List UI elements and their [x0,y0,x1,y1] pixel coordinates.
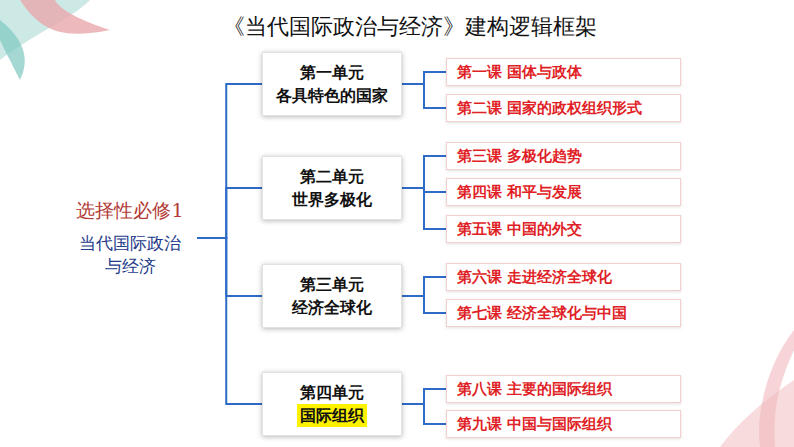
unit-number: 第一单元 [269,61,395,84]
bracket-connector [197,84,262,238]
lesson-title: 第一课 国体与政体 [457,62,670,82]
lesson-box: 第九课 中国与国际组织 [446,410,681,438]
bracket-connector [402,389,446,404]
unit-title: 各具特色的国家 [269,84,395,107]
lesson-box: 第五课 中国的外交 [446,215,681,243]
unit-title: 经济全球化 [269,296,395,319]
lesson-title: 第五课 中国的外交 [457,219,670,239]
root-label: 选择性必修1 当代国际政治与经济 [55,198,205,278]
unit-number: 第二单元 [269,165,395,188]
lesson-title: 第二课 国家的政权组织形式 [457,98,670,118]
lesson-box: 第一课 国体与政体 [446,58,681,86]
leaf-corner [720,380,794,447]
leaf [0,20,25,80]
unit-title: 世界多极化 [269,188,395,211]
unit-title: 国际组织 [297,404,367,427]
unit-box: 第二单元世界多极化 [262,156,402,220]
leaf [759,330,794,447]
unit-number: 第四单元 [269,381,395,404]
lesson-title: 第九课 中国与国际组织 [457,414,670,434]
unit-box: 第三单元经济全球化 [262,264,402,328]
bracket-connector [402,84,446,108]
lesson-box: 第七课 经济全球化与中国 [446,299,681,327]
lesson-box: 第四课 和平与发展 [446,178,681,206]
bracket-connector [197,238,262,296]
lesson-title: 第八课 主要的国际组织 [457,379,670,399]
highlight-wrap: 国际组织 [269,404,395,427]
diagram-title: 《当代国际政治与经济》建构逻辑框架 [150,12,670,42]
course-title: 当代国际政治与经济 [75,232,185,278]
lesson-box: 第六课 走进经济全球化 [446,263,681,291]
lesson-box: 第二课 国家的政权组织形式 [446,94,681,122]
lesson-title: 第四课 和平与发展 [457,182,670,202]
lesson-title: 第三课 多极化趋势 [457,146,670,166]
bracket-connector [402,72,446,84]
unit-box: 第四单元国际组织 [262,372,402,436]
lesson-box: 第八课 主要的国际组织 [446,375,681,403]
bracket-connector [402,404,446,424]
bracket-connector [402,277,446,296]
bracket-connector [402,188,446,229]
bracket-connector [402,156,446,188]
lesson-title: 第六课 走进经济全球化 [457,267,670,287]
unit-box: 第一单元各具特色的国家 [262,52,402,116]
leaf [20,0,110,34]
bracket-connector [197,238,262,404]
lesson-title: 第七课 经济全球化与中国 [457,303,670,323]
bracket-connector [197,188,262,238]
bracket-connector [402,296,446,313]
course-number: 选择性必修1 [55,198,205,224]
unit-number: 第三单元 [269,273,395,296]
lesson-box: 第三课 多极化趋势 [446,142,681,170]
